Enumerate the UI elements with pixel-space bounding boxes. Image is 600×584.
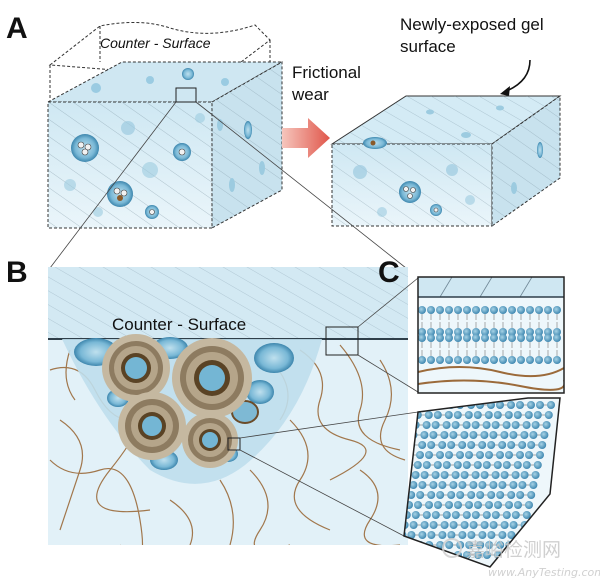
zoom-lines-b-to-c (239, 277, 419, 537)
panel-a: A Counter - Surface (6, 12, 562, 229)
zoom-box-surface (325, 326, 359, 356)
watermark-logo-icon (442, 538, 462, 558)
bilayer-surface-inset (417, 276, 565, 394)
frictional-label-line1: Frictional (292, 63, 361, 82)
multilamellar-vesicle-1 (102, 334, 170, 402)
zoom-box-vesicle (227, 437, 241, 451)
panel-b-letter: B (6, 256, 28, 289)
panel-a-letter: A (6, 12, 28, 45)
newly-exposed-label-line1: Newly-exposed gel (400, 15, 544, 34)
zoom-lines-a-to-b (49, 101, 407, 269)
multilamellar-vesicle-4 (182, 412, 238, 468)
frictional-label-line2: wear (291, 85, 329, 104)
multilamellar-vesicle-2 (172, 338, 252, 418)
watermark: 嘉峪检测网 www.AnyTesting.com (442, 538, 600, 579)
pointer-arrow (500, 59, 531, 96)
counter-surface-label-a: Counter - Surface (100, 35, 211, 51)
counter-surface-label-b: Counter - Surface (112, 315, 246, 334)
watermark-url: www.AnyTesting.com (488, 566, 600, 579)
panel-c-letter: C (378, 256, 400, 289)
panel-b: B (6, 256, 408, 545)
watermark-text: 嘉峪检测网 (466, 539, 561, 561)
newly-exposed-label-line2: surface (400, 37, 456, 56)
gel-cube-after (330, 95, 562, 227)
multilamellar-vesicle-3 (118, 392, 186, 460)
frictional-wear-arrow (282, 118, 330, 158)
gel-cube-before (47, 61, 284, 229)
